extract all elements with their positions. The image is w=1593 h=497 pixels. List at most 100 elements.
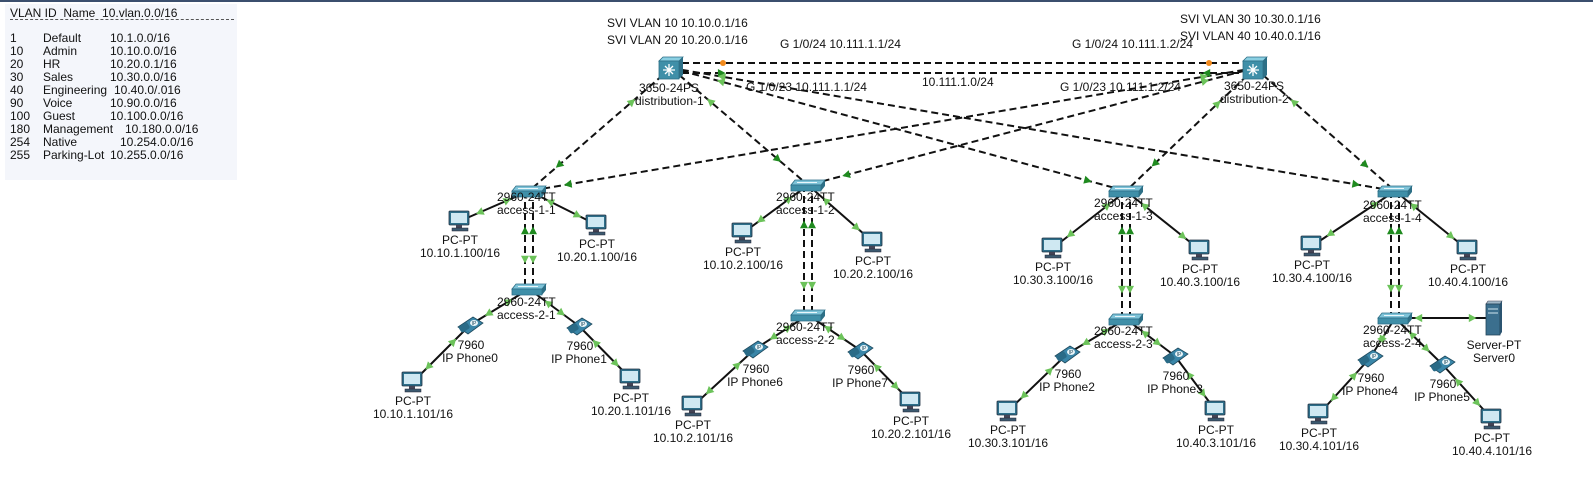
pc-icon[interactable] <box>1456 239 1478 261</box>
pc-icon[interactable] <box>1041 237 1063 259</box>
pc-icon[interactable] <box>1204 400 1226 422</box>
pc-icon[interactable] <box>861 231 883 253</box>
link-acc14-pc_d1[interactable] <box>1311 190 1396 247</box>
device-label: PC-PT <box>1182 262 1219 276</box>
link-dist1-acc11[interactable] <box>528 67 672 192</box>
port-status-marker <box>1472 397 1481 407</box>
distribution-switch-icon[interactable] <box>1242 56 1268 80</box>
access-switch-icon[interactable] <box>511 283 547 296</box>
port-status-marker <box>707 98 716 107</box>
pc-icon[interactable] <box>585 214 607 236</box>
legend-cell-id: 20 <box>10 57 24 71</box>
link-dist2-acc12[interactable] <box>807 67 1256 186</box>
port-status-marker <box>1408 331 1418 340</box>
device-label: 7960 <box>567 339 594 353</box>
port-status-marker <box>808 220 816 229</box>
legend-cell-name: Guest <box>43 109 76 123</box>
legend-cell-id: 40 <box>10 83 24 97</box>
link-dist1-acc12[interactable] <box>670 67 809 186</box>
port-status-marker <box>720 60 726 66</box>
port-status-marker <box>1177 231 1187 240</box>
link-dist1-acc14[interactable] <box>670 67 1396 192</box>
pc-icon[interactable] <box>1188 239 1210 261</box>
legend-cell-net: 10.100.0.0/16 <box>110 109 184 123</box>
device-label: PC-PT <box>1198 423 1235 437</box>
pc-icon[interactable] <box>731 222 753 244</box>
svi-label-left-1: SVI VLAN 10 10.10.0.1/16 <box>607 16 748 30</box>
server-icon[interactable] <box>1485 300 1503 336</box>
port-status-marker <box>716 78 726 87</box>
port-status-marker <box>1387 284 1395 293</box>
link-acc13-pc_c2[interactable] <box>1125 190 1201 251</box>
device-label: IP Phone3 <box>1147 382 1203 396</box>
port-status-marker <box>1200 78 1209 86</box>
pc-icon[interactable] <box>401 371 423 393</box>
link-acc13-pc_c1[interactable] <box>1052 190 1127 249</box>
link-acc24-ph5[interactable] <box>1394 317 1443 365</box>
device-label: 10.10.2.101/16 <box>653 431 733 445</box>
port-status-marker <box>447 338 457 348</box>
port-status-marker <box>1410 203 1419 212</box>
pc-icon[interactable] <box>899 391 921 413</box>
pc-icon[interactable] <box>1307 403 1329 425</box>
device-label: 2960-24TT <box>776 190 835 204</box>
access-switch-icon[interactable] <box>1377 185 1413 198</box>
legend-header: VLAN ID Name 10.vlan.0.0/16 <box>10 6 178 20</box>
device-label: PC-PT <box>893 414 930 428</box>
port-status-marker <box>1348 372 1357 381</box>
link-acc12-pc_b1[interactable] <box>742 184 809 234</box>
pc-icon[interactable] <box>448 210 470 232</box>
svi-label-right-1: SVI VLAN 30 10.30.0.1/16 <box>1180 12 1321 26</box>
port-status-marker <box>503 299 513 307</box>
distribution-switch-icon[interactable] <box>658 56 684 80</box>
port-status-marker <box>476 207 485 215</box>
port-status-marker <box>1330 392 1339 402</box>
device-label: 2960-24TT <box>1094 324 1153 338</box>
port-status-marker <box>556 307 565 316</box>
legend-cell-id: 30 <box>10 70 24 84</box>
port-status-marker <box>1020 390 1029 399</box>
port-status-marker <box>1082 337 1091 346</box>
device-label: IP Phone4 <box>1342 384 1398 398</box>
pc-icon[interactable] <box>619 368 641 390</box>
pc-icon[interactable] <box>996 400 1018 422</box>
pc-icon[interactable] <box>681 395 703 417</box>
port-status-marker <box>610 358 619 367</box>
pc-icon[interactable] <box>1300 235 1322 257</box>
link-acc14-pc_d2[interactable] <box>1394 190 1469 251</box>
port-status-marker <box>1202 69 1211 77</box>
port-status-marker <box>1126 285 1134 294</box>
device-label: 3650-24PS <box>1224 79 1284 93</box>
device-label: 7960 <box>1163 369 1190 383</box>
link-dist1-acc13[interactable] <box>670 67 1127 192</box>
link-ph0-pc_a3[interactable] <box>412 324 471 383</box>
link-dist2-acc11[interactable] <box>528 67 1256 192</box>
device-label: 10.20.2.100/16 <box>833 267 913 281</box>
port-status-marker <box>783 325 792 334</box>
device-label: PC-PT <box>1035 260 1072 274</box>
link-dist2-acc14[interactable] <box>1254 67 1396 192</box>
link-dist2-acc13[interactable] <box>1125 67 1256 192</box>
device-label: 2960-24TT <box>776 320 835 334</box>
port-status-marker <box>1083 175 1092 184</box>
link-ph6-pc_b3[interactable] <box>692 348 756 407</box>
device-label: access-1-3 <box>1094 209 1153 223</box>
pc-icon[interactable] <box>1480 408 1502 430</box>
device-label: access-2-3 <box>1094 337 1153 351</box>
device-label: 10.20.1.100/16 <box>557 250 637 264</box>
port-status-marker <box>1395 284 1403 293</box>
device-label: access-2-1 <box>497 308 556 322</box>
ip-phone-icon[interactable] <box>1357 349 1384 368</box>
link-ph2-pc_c3[interactable] <box>1007 353 1068 412</box>
legend-cell-name: Sales <box>43 70 74 84</box>
port-status-marker <box>555 159 565 168</box>
port-status-marker <box>783 196 793 205</box>
device-label: IP Phone0 <box>442 351 498 365</box>
device-label: PC-PT <box>442 233 479 247</box>
ip-phone-icon[interactable] <box>1429 355 1456 374</box>
port-status-marker <box>1326 228 1336 237</box>
